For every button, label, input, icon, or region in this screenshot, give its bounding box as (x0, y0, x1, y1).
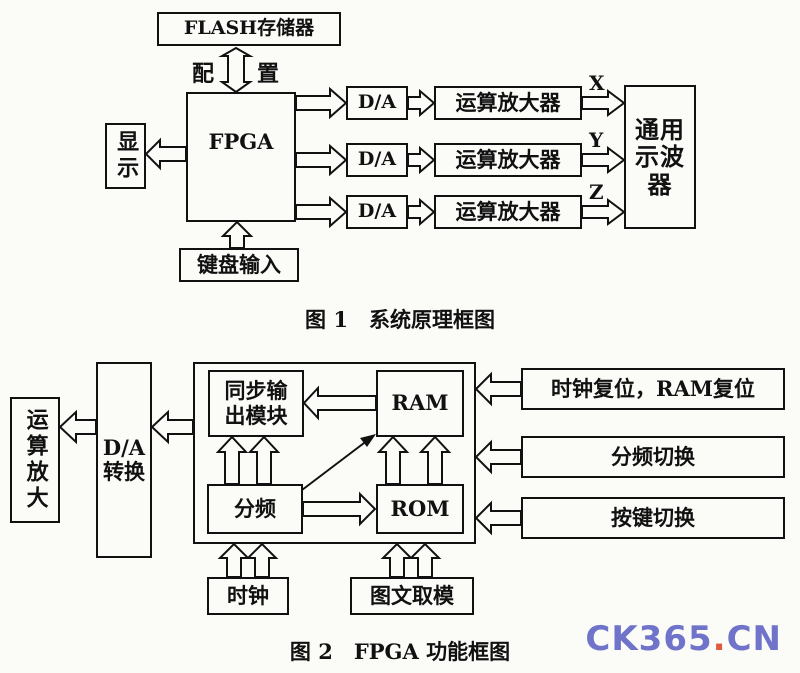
display-arrow (144, 137, 187, 171)
ram-box: RAM (376, 370, 464, 437)
divider-box: 分频 (207, 484, 303, 534)
freq-switch-box: 分频切换 (521, 436, 785, 478)
amp-osc-arrow-2 (581, 146, 626, 174)
keyboard-input-label: 键盘输入 (197, 251, 281, 277)
frame-da-arrow (150, 409, 194, 445)
sync-output-label: 同步输出模块 (224, 378, 288, 428)
watermark-tld: CN (726, 619, 782, 659)
watermark-main: CK365 (585, 619, 713, 659)
clock-input-arrow-2 (245, 542, 279, 578)
flash-memory-box: FLASH存储器 (157, 12, 341, 46)
da-box-2: D/A (346, 143, 408, 177)
freq-switch-label: 分频切换 (611, 443, 695, 469)
clock-reset-label: 时钟复位，RAM复位 (551, 375, 755, 401)
pattern-input-arrow-1 (380, 542, 414, 578)
fpga-label: FPGA (208, 129, 274, 154)
fpga-da-arrow-2 (295, 143, 348, 177)
clock-reset-input-arrow (474, 371, 522, 407)
amplifier-box-2: 运算放大器 (434, 143, 582, 177)
key-switch-input-arrow (474, 500, 522, 536)
channel-y-label: Y (589, 128, 604, 152)
fpga-da-arrow-3 (295, 195, 348, 229)
flash-memory-label: FLASH存储器 (183, 17, 315, 40)
pattern-label: 图文取模 (370, 582, 454, 608)
clock-box: 时钟 (207, 577, 289, 615)
config-label-right: 置 (257, 61, 280, 87)
figure1-caption: 图 1 系统原理框图 (305, 307, 495, 332)
da-amp-arrow-3 (407, 197, 436, 227)
da-box-1: D/A (346, 86, 408, 120)
da-convert-box: D/A转换 (96, 362, 152, 558)
fpga-frame (193, 362, 476, 544)
da-box-3: D/A (346, 195, 408, 229)
clock-label: 时钟 (227, 582, 269, 608)
clock-input-arrow-1 (217, 542, 251, 578)
fpga-da-arrow-1 (295, 86, 348, 120)
oscilloscope-label: 通用示波器 (635, 114, 685, 199)
amplifier-label-2: 运算放大器 (455, 146, 561, 172)
fpga-box: FPGA (186, 92, 296, 222)
oscilloscope-box: 通用示波器 (624, 85, 696, 229)
divider-sync-arrow-1 (215, 435, 249, 485)
da-amp-arrow-1 (407, 88, 436, 118)
amp-osc-arrow-1 (581, 89, 626, 117)
display-label: 显示 (113, 130, 140, 182)
opamp-box: 运算放大 (10, 397, 60, 523)
rom-ram-arrow-2 (418, 435, 452, 485)
config-arrow (218, 46, 254, 94)
rom-ram-arrow-1 (376, 435, 410, 485)
amp-osc-arrow-3 (581, 198, 626, 226)
da-convert-label: D/A转换 (102, 434, 146, 484)
divider-ram-arrowhead (360, 434, 376, 447)
freq-switch-input-arrow (474, 439, 522, 475)
watermark-dot: . (712, 619, 727, 659)
da-label-1: D/A (357, 91, 397, 114)
channel-x-label: X (589, 71, 605, 95)
sync-output-box: 同步输出模块 (208, 370, 304, 437)
rom-label: ROM (390, 495, 450, 521)
ram-label: RAM (391, 390, 449, 416)
divider-label: 分频 (234, 495, 276, 521)
clock-reset-box: 时钟复位，RAM复位 (521, 368, 785, 410)
amplifier-label-1: 运算放大器 (455, 89, 561, 115)
rom-box: ROM (376, 484, 464, 534)
da-label-3: D/A (357, 200, 397, 223)
divider-rom-arrow (302, 491, 377, 527)
channel-z-label: Z (589, 180, 604, 204)
pattern-box: 图文取模 (350, 577, 474, 615)
key-switch-label: 按键切换 (611, 504, 695, 530)
da-opamp-arrow (58, 409, 97, 445)
ram-sync-arrow (302, 385, 377, 421)
divider-ram-line (301, 439, 369, 491)
amplifier-label-3: 运算放大器 (455, 198, 561, 224)
figure2-caption: 图 2 FPGA 功能框图 (289, 639, 511, 664)
pattern-input-arrow-2 (408, 542, 442, 578)
amplifier-box-1: 运算放大器 (434, 86, 582, 120)
divider-sync-arrow-2 (247, 435, 281, 485)
display-box: 显示 (105, 123, 146, 189)
da-label-2: D/A (357, 148, 397, 171)
config-label-left: 配 (192, 61, 215, 87)
watermark-logo: CK365.CN (585, 619, 782, 659)
key-switch-box: 按键切换 (521, 497, 785, 539)
amplifier-box-3: 运算放大器 (434, 195, 582, 229)
keyboard-input-box: 键盘输入 (179, 248, 299, 282)
opamp-label: 运算放大 (22, 408, 49, 512)
da-amp-arrow-2 (407, 145, 436, 175)
keyboard-arrow (220, 220, 254, 249)
